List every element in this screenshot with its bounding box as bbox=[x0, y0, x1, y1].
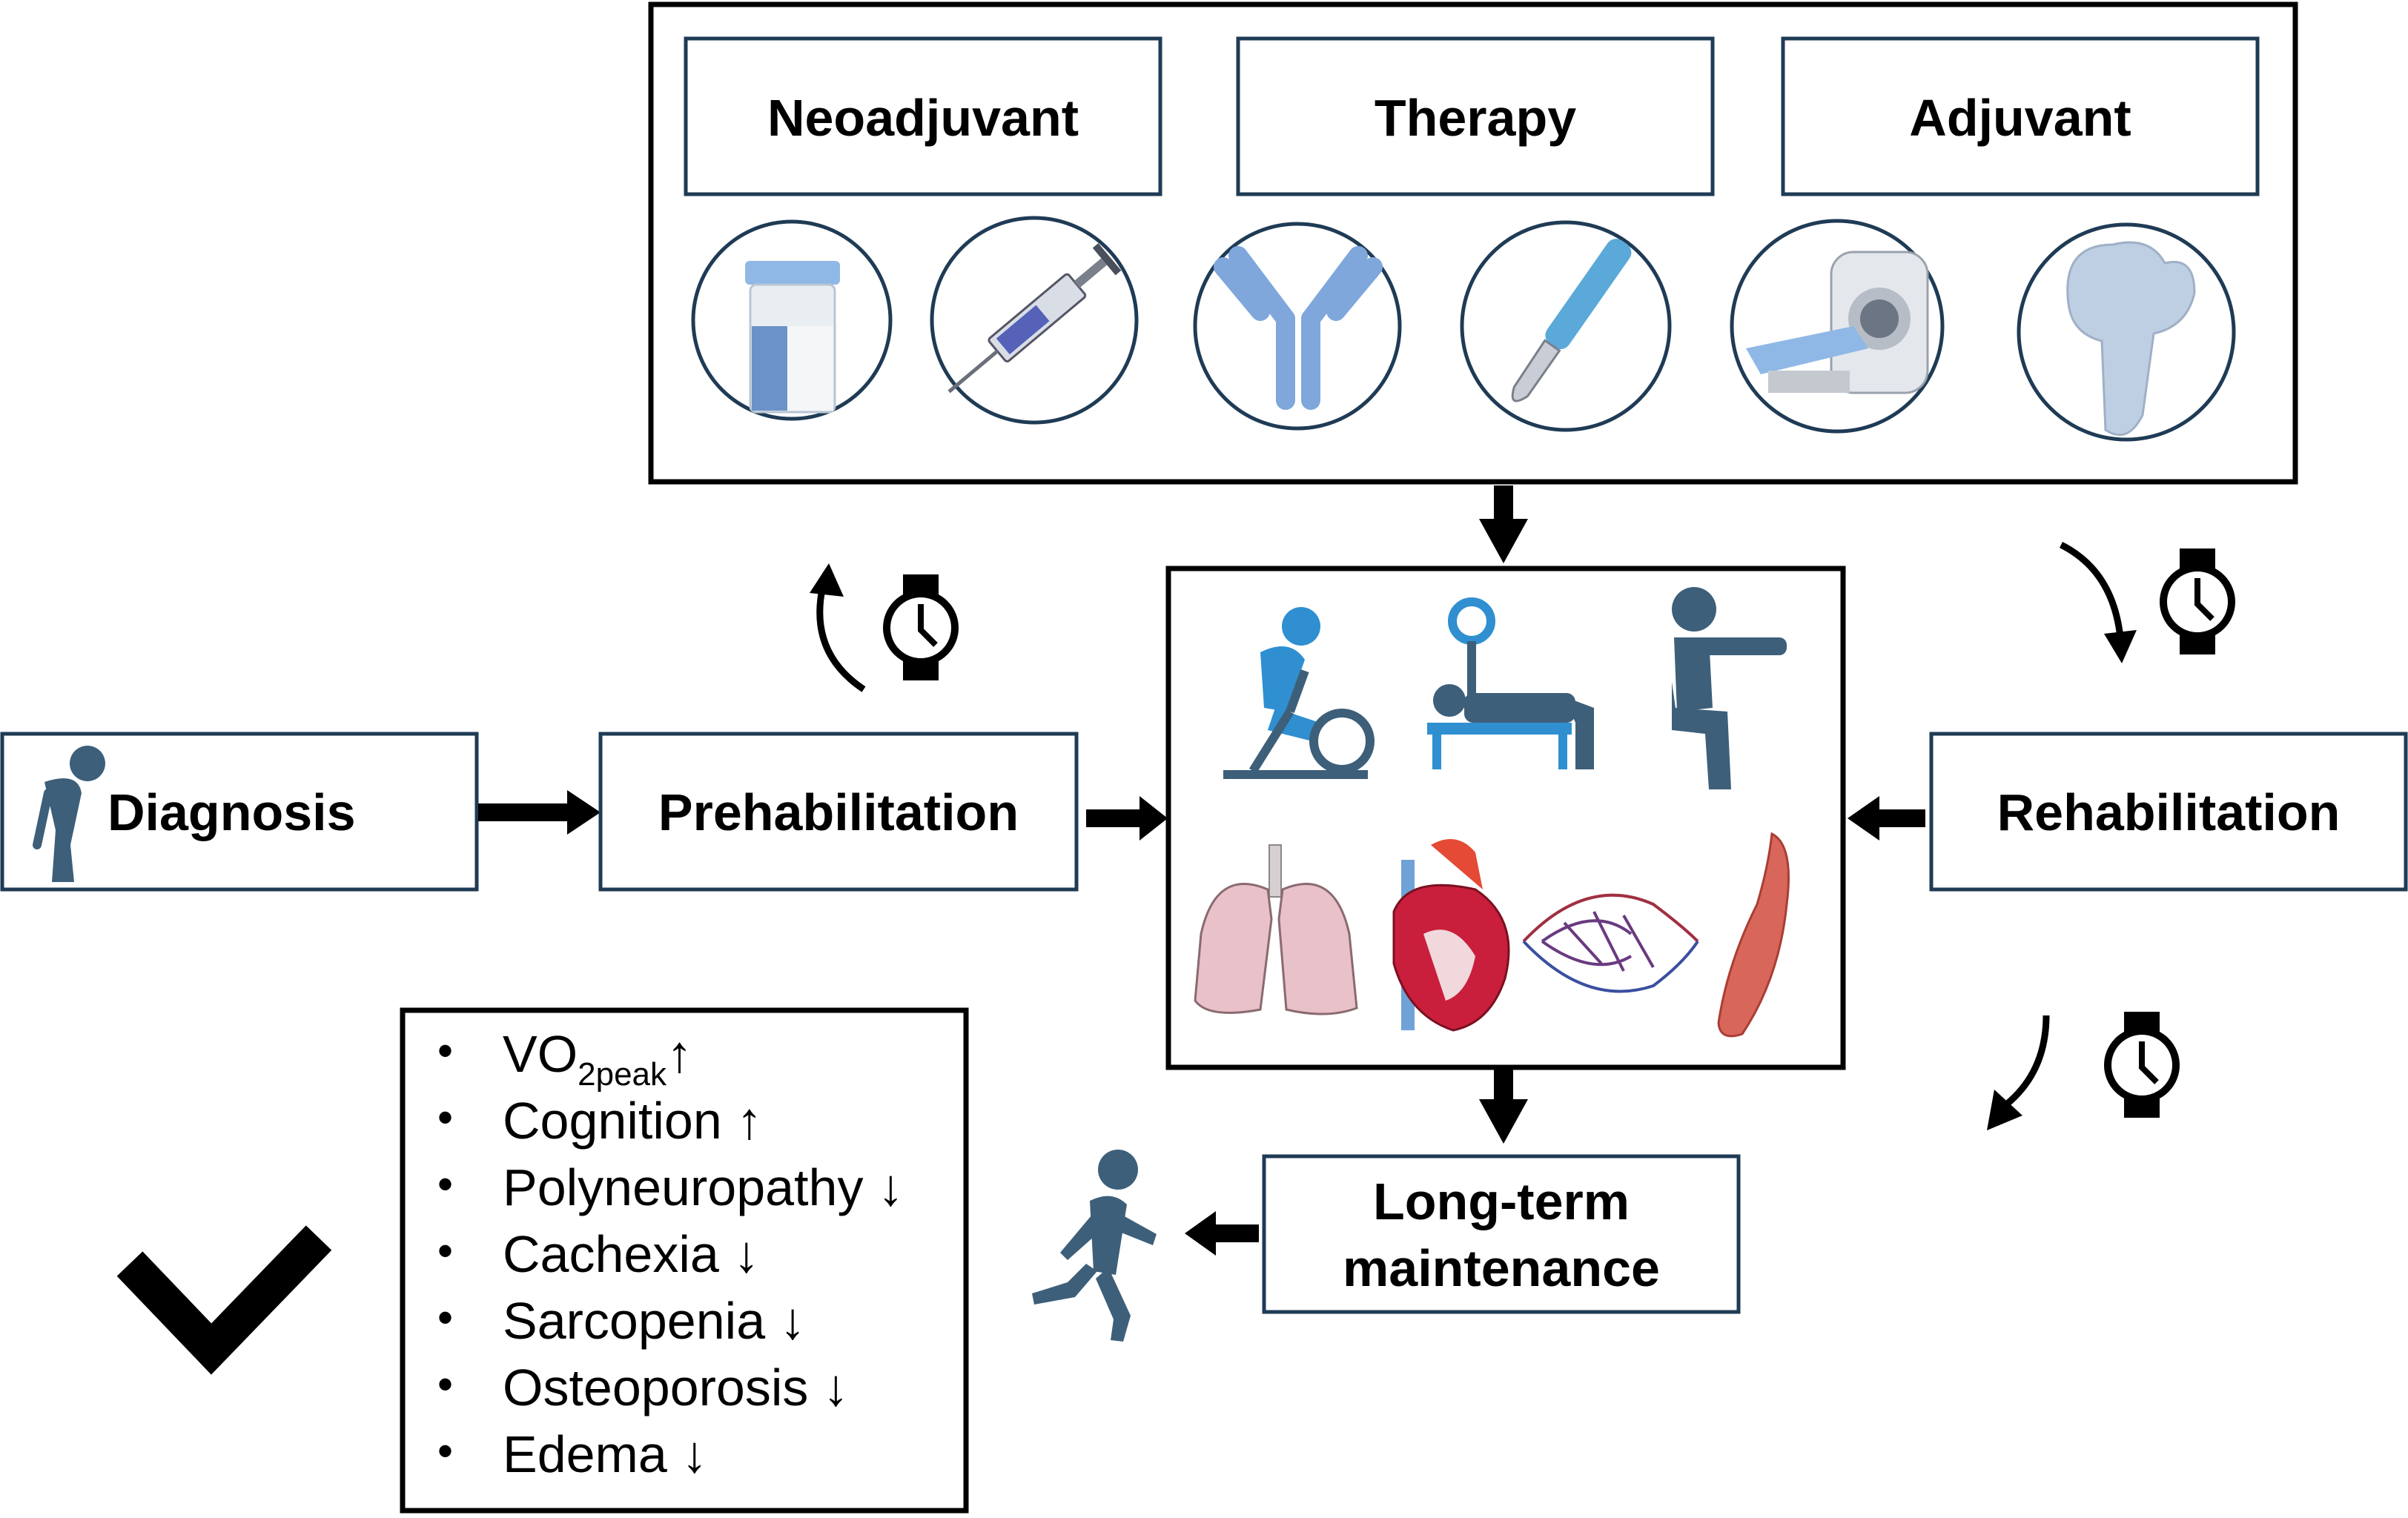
vo2-subscript: 2peak bbox=[578, 1056, 667, 1093]
mri-scanner-icon bbox=[1730, 219, 1945, 434]
therapy-box bbox=[1236, 36, 1715, 196]
outcome-bullet: • bbox=[437, 1426, 453, 1476]
vo2-main: VO bbox=[503, 1025, 578, 1083]
outcome-item: Cachexia ↓ bbox=[503, 1225, 759, 1283]
heart-icon bbox=[1392, 839, 1510, 1032]
outcome-item: Sarcopenia ↓ bbox=[503, 1292, 806, 1350]
diagnosis-label: Diagnosis bbox=[108, 783, 356, 841]
exercise-bike-icon bbox=[1223, 607, 1375, 779]
diagnosis-to-prehab-arrow-shaft bbox=[478, 803, 567, 821]
prehab-curved-arrow bbox=[816, 585, 866, 692]
vo2-arrow: ↑ bbox=[666, 1025, 692, 1083]
rehab-curved-arrow-bottom-head bbox=[1987, 1090, 2022, 1130]
runner-icon bbox=[1032, 1150, 1157, 1342]
prehab-to-center-arrow-shaft bbox=[1086, 809, 1140, 827]
outcome-item: Cognition ↑ bbox=[503, 1092, 762, 1150]
outcome-bullet: • bbox=[437, 1159, 453, 1209]
prehab-to-center-arrow-head bbox=[1140, 796, 1168, 841]
capillaries-icon bbox=[1522, 893, 1699, 993]
prehabilitation-label: Prehabilitation bbox=[658, 783, 1019, 841]
watch-icon bbox=[883, 574, 959, 680]
scalpel-icon bbox=[1460, 220, 1672, 432]
rehab-to-center-arrow-shaft bbox=[1879, 809, 1925, 827]
center-to-maintenance-arrow-shaft bbox=[1494, 1067, 1513, 1101]
muscle-icon bbox=[1717, 832, 1790, 1038]
squat-icon bbox=[1672, 587, 1787, 789]
maintenance-label-line2: maintenance bbox=[1343, 1239, 1660, 1297]
rehab-curved-arrow-top-head bbox=[2104, 630, 2137, 663]
outcome-item: Polyneuropathy ↓ bbox=[503, 1159, 904, 1216]
outcome-item: Edema ↓ bbox=[503, 1425, 707, 1483]
neoadjuvant-label: Neoadjuvant bbox=[767, 89, 1079, 147]
maintenance-label-line1: Long-term bbox=[1373, 1173, 1630, 1230]
prehabilitation-box bbox=[598, 732, 1079, 892]
outcome-item: Osteoporosis ↓ bbox=[503, 1359, 849, 1416]
maintenance-box bbox=[1262, 1154, 1741, 1314]
therapy-to-center-arrow-head bbox=[1479, 519, 1528, 563]
adjuvant-box bbox=[1781, 36, 2260, 196]
outcome-bullet: • bbox=[437, 1093, 453, 1142]
bench-press-icon bbox=[1427, 597, 1594, 769]
center-to-maintenance-arrow-head bbox=[1479, 1099, 1528, 1144]
rehab-to-center-arrow-head bbox=[1848, 796, 1879, 841]
syringe-icon bbox=[930, 216, 1139, 425]
outcome-vo2: VO2peak↑ bbox=[503, 1025, 692, 1093]
outcome-bullet: • bbox=[437, 1026, 453, 1075]
rehabilitation-box bbox=[1929, 732, 2408, 892]
lungs-icon bbox=[1194, 844, 1358, 1015]
therapy-to-center-arrow-shaft bbox=[1494, 485, 1513, 523]
bone-icon bbox=[2017, 222, 2236, 442]
rehab-curved-arrow-top bbox=[2059, 541, 2124, 638]
outcome-bullet: • bbox=[437, 1226, 453, 1276]
tired-person-icon bbox=[33, 746, 105, 882]
maintenance-to-runner-arrow-head bbox=[1185, 1211, 1216, 1256]
adjuvant-label: Adjuvant bbox=[1909, 89, 2131, 147]
watch-icon bbox=[2160, 548, 2235, 654]
specimen-jar-icon bbox=[691, 219, 893, 421]
diagnosis-to-prehab-arrow-head bbox=[567, 790, 601, 835]
rehab-curved-arrow-bottom bbox=[2000, 1015, 2050, 1111]
outcome-bullet: • bbox=[437, 1359, 453, 1409]
rehabilitation-label: Rehabilitation bbox=[1997, 783, 2341, 841]
outcomes-box bbox=[400, 1007, 969, 1514]
checkmark-icon bbox=[116, 1225, 332, 1375]
neoadjuvant-box bbox=[684, 36, 1162, 196]
outcome-bullet: • bbox=[437, 1293, 453, 1342]
prehab-curved-arrow-head bbox=[810, 563, 844, 597]
outcomes-list: • VO2peak↑ • Cognition ↑ • Polyneuropath… bbox=[437, 1025, 904, 1483]
antibody-icon bbox=[1193, 222, 1402, 431]
maintenance-to-runner-arrow-shaft bbox=[1216, 1224, 1259, 1242]
watch-icon bbox=[2104, 1012, 2180, 1118]
therapy-label: Therapy bbox=[1375, 89, 1576, 147]
